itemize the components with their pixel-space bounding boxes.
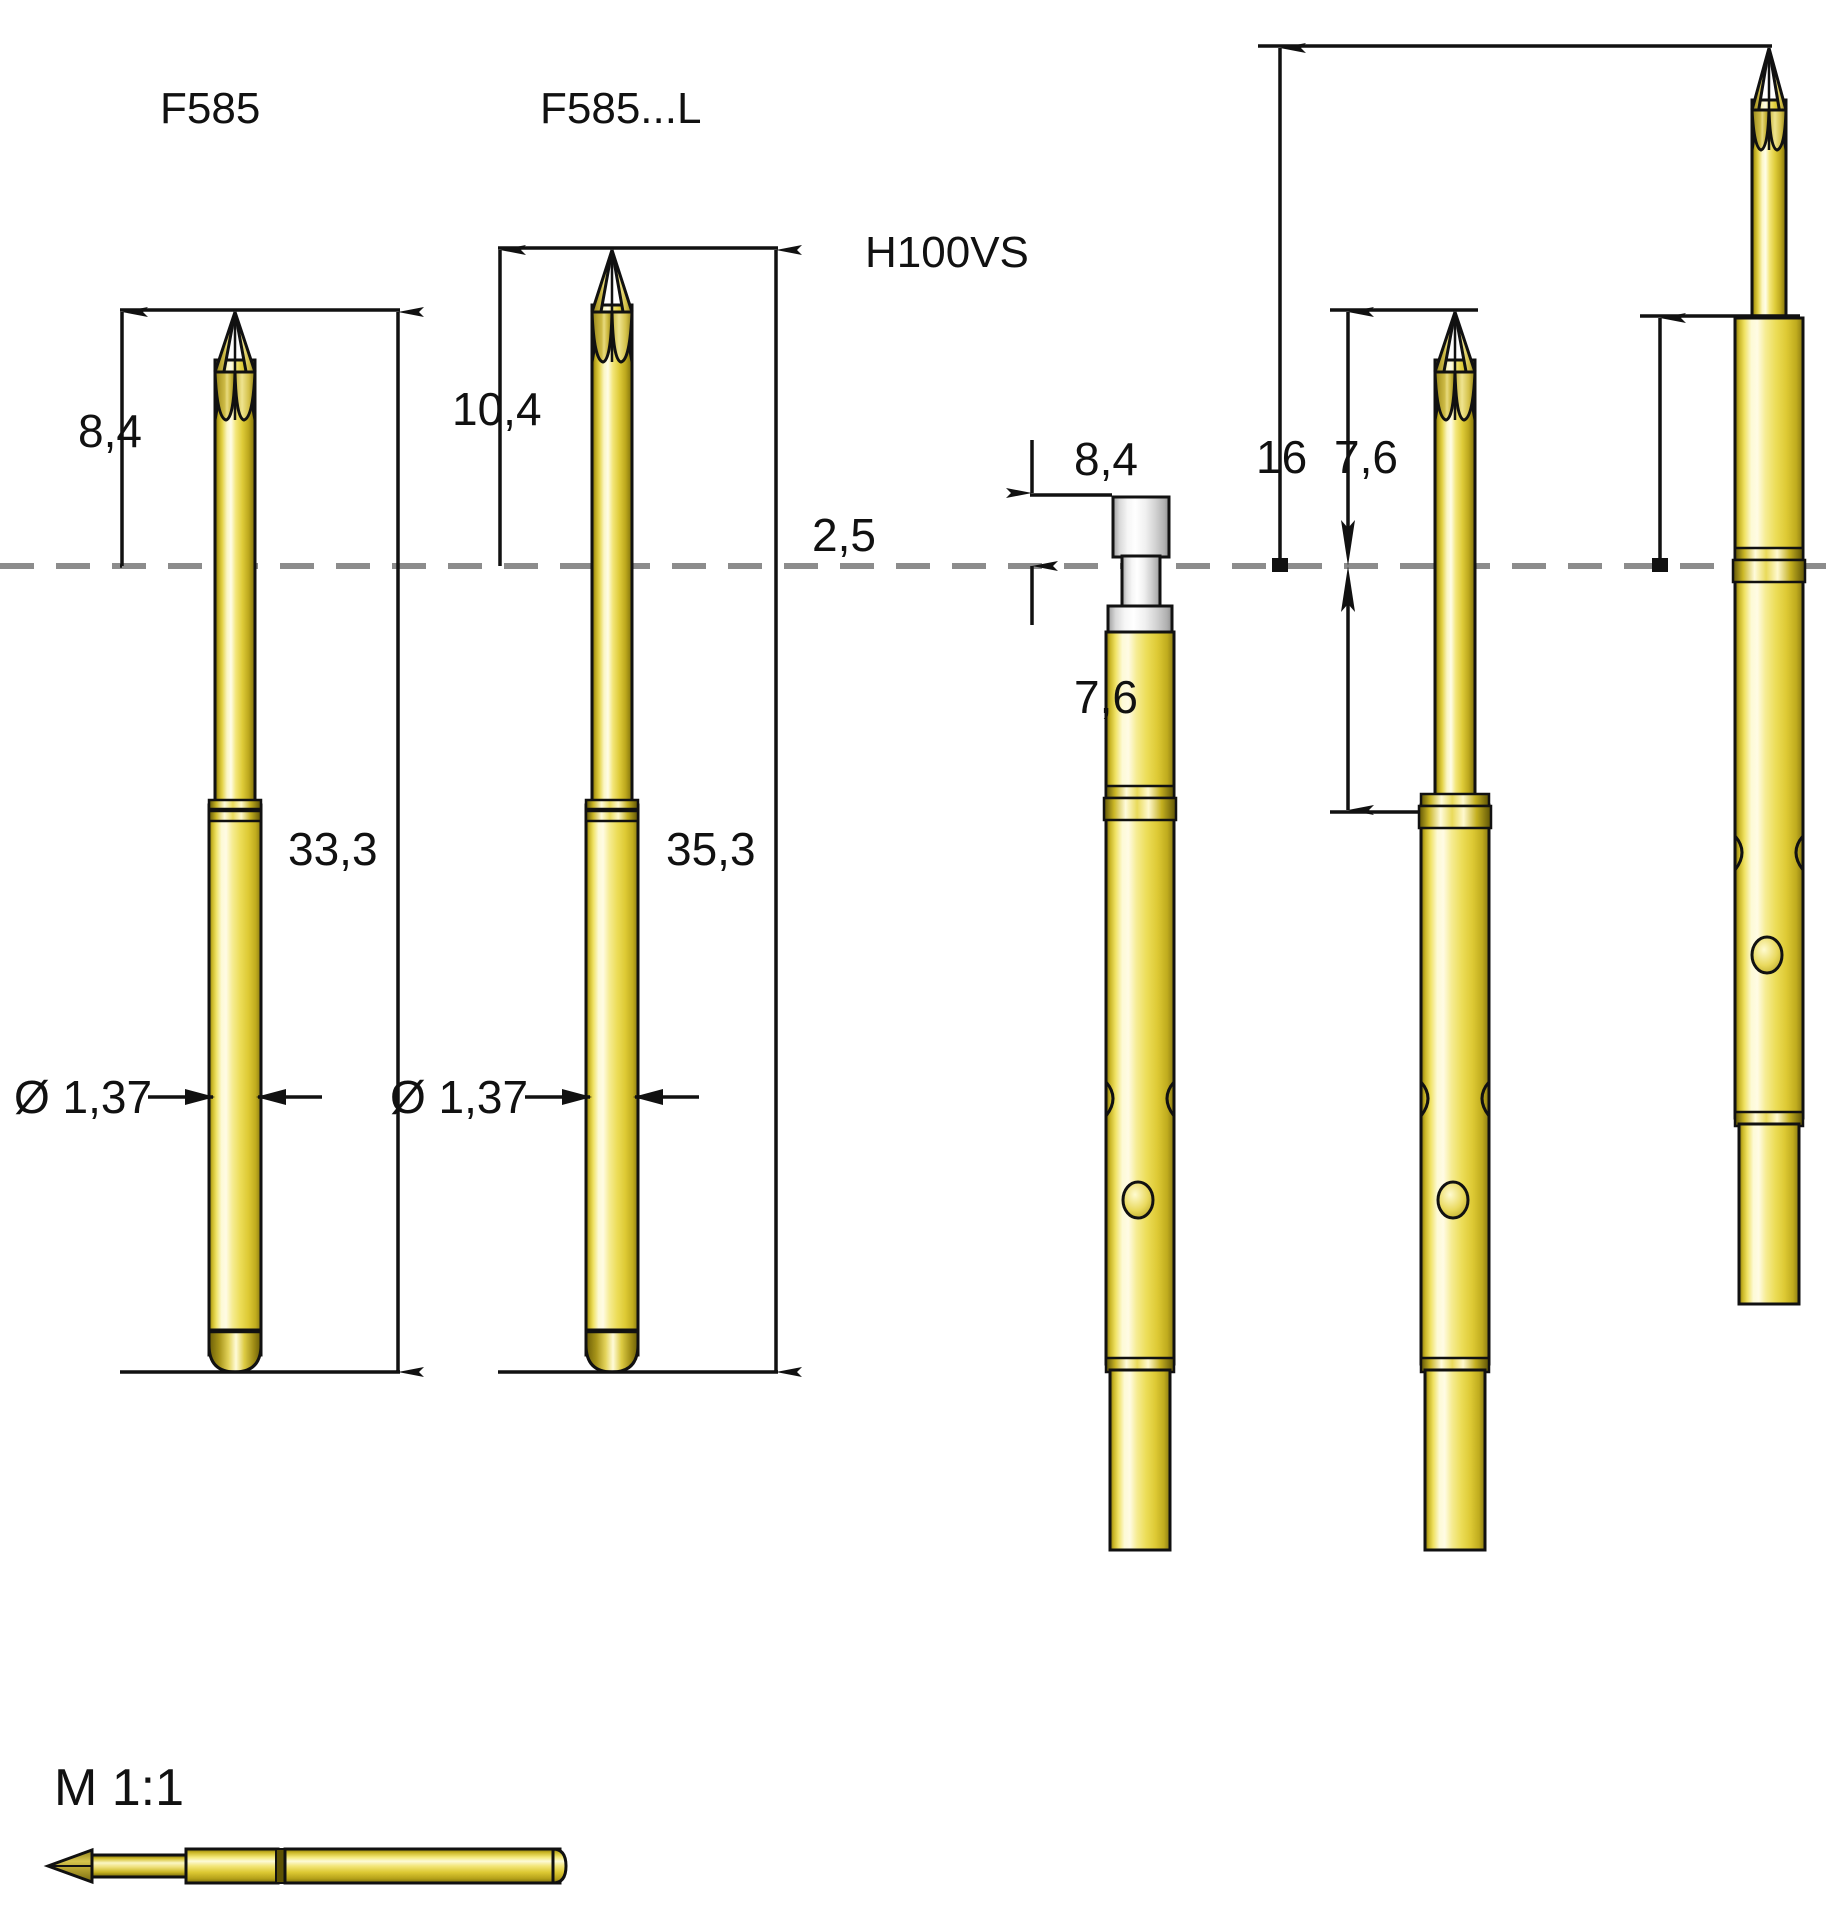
f585l-crimp-ring-lower bbox=[584, 809, 640, 823]
dim-label-dia-a: Ø 1,37 bbox=[14, 1071, 153, 1123]
assembly-left-vent-hole bbox=[1436, 1180, 1470, 1220]
part-f585l bbox=[584, 249, 640, 1374]
dim-f585-tip-length bbox=[120, 307, 424, 1372]
dim-label-7-6-b: 7,6 bbox=[1334, 431, 1398, 483]
scale-probe-pin bbox=[86, 1853, 190, 1879]
f585-pin-shaft bbox=[213, 358, 257, 812]
h100vs-waist-indent-right bbox=[1165, 1081, 1176, 1117]
h100vs-crimp-ring-upper bbox=[1104, 784, 1176, 800]
h100vs-cap-neck bbox=[1120, 554, 1162, 610]
assembly-left-waist-indent-left bbox=[1419, 1081, 1430, 1117]
dim-f585l-total-length bbox=[498, 1367, 802, 1377]
f585-crimp-ring-upper bbox=[207, 798, 263, 811]
h100vs-vent-hole bbox=[1121, 1180, 1155, 1220]
dim-label-35-3: 35,3 bbox=[666, 823, 756, 875]
scale-probe-end-cap bbox=[551, 1847, 568, 1885]
f585l-bottom-cap bbox=[584, 1328, 640, 1374]
dim-label-8-4-b: 8,4 bbox=[1074, 433, 1138, 485]
assembly-right-waist-indent-right bbox=[1794, 835, 1805, 871]
dim-assembly-right-16 bbox=[1258, 43, 1772, 572]
part-assembly-right bbox=[1731, 47, 1807, 1306]
assembly-right-waist-indent-left bbox=[1733, 835, 1744, 871]
scale-probe-barrel-1 bbox=[184, 1847, 280, 1885]
scale-probe-barrel-2 bbox=[283, 1847, 562, 1885]
assembly-right-crimp-ring-bead bbox=[1731, 558, 1807, 584]
h100vs-crimp-ring-bead bbox=[1102, 796, 1178, 822]
part-label-h100vs: H100VS bbox=[865, 228, 1029, 277]
dim-f585-diameter bbox=[148, 1089, 322, 1105]
scale-note: M 1:1 bbox=[54, 1759, 185, 1817]
dim-assembly-left-tip bbox=[1330, 307, 1478, 815]
dim-label-2-5: 2,5 bbox=[812, 509, 876, 561]
h100vs-cap-shoulder bbox=[1106, 604, 1174, 636]
assembly-left-tail bbox=[1423, 1368, 1487, 1552]
assembly-left-crown-notch-right bbox=[1453, 370, 1477, 422]
assembly-left-barrel bbox=[1419, 803, 1491, 1366]
f585l-crimp-ring-upper bbox=[584, 798, 640, 811]
dim-label-33-3: 33,3 bbox=[288, 823, 378, 875]
h100vs-barrel bbox=[1104, 630, 1176, 1366]
dim-label-dia-b: Ø 1,37 bbox=[390, 1071, 529, 1123]
assembly-left-crimp-ring-upper bbox=[1419, 792, 1491, 808]
f585l-pin-shaft bbox=[590, 303, 634, 812]
dim-label-10-4: 10,4 bbox=[452, 383, 542, 435]
f585-barrel bbox=[207, 803, 263, 1357]
assembly-right-vent-hole bbox=[1750, 935, 1784, 975]
part-assembly-left bbox=[1417, 311, 1493, 1552]
part-h100vs bbox=[1102, 495, 1178, 1552]
dim-f585l-diameter bbox=[525, 1089, 699, 1105]
h100vs-waist-indent-left bbox=[1104, 1081, 1115, 1117]
f585l-crown-notch-right bbox=[610, 310, 634, 364]
dim-label-7-6-a: 7,6 bbox=[1074, 671, 1138, 723]
assembly-left-crimp-ring-bead bbox=[1417, 804, 1493, 830]
h100vs-cap-head bbox=[1111, 495, 1171, 559]
dim-f585-total-length bbox=[120, 1367, 424, 1377]
dim-label-8-4-a: 8,4 bbox=[78, 405, 142, 457]
assembly-right-crimp-ring-upper bbox=[1733, 546, 1805, 562]
h100vs-tail bbox=[1108, 1368, 1172, 1552]
f585-crown-notch-right bbox=[233, 370, 257, 422]
assembly-left-pin-shaft bbox=[1433, 358, 1477, 812]
f585-bottom-cap bbox=[207, 1328, 263, 1374]
scale-probe-1to1 bbox=[43, 1847, 568, 1885]
dim-f585l-tip-length bbox=[498, 245, 802, 1372]
assembly-right-barrel bbox=[1733, 316, 1805, 1120]
part-f585 bbox=[207, 311, 263, 1374]
part-label-f585l: F585...L bbox=[540, 84, 702, 133]
dim-label-16: 16 bbox=[1256, 431, 1308, 483]
dim-h100vs-cap-height bbox=[1006, 440, 1112, 625]
assembly-right-tail bbox=[1737, 1122, 1801, 1306]
f585l-barrel bbox=[584, 803, 640, 1357]
assembly-left-waist-indent-right bbox=[1480, 1081, 1491, 1117]
f585-crimp-ring-lower bbox=[207, 809, 263, 823]
dim-assembly-right-76 bbox=[1640, 313, 1800, 572]
part-label-f585: F585 bbox=[160, 84, 261, 133]
